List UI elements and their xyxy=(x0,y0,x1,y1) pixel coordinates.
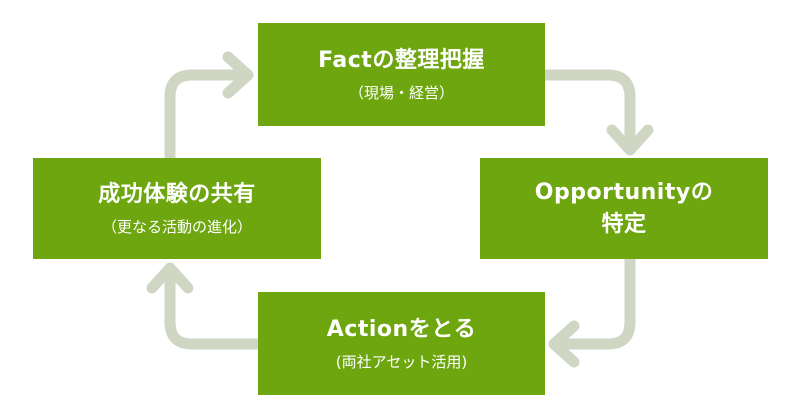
fact-subtitle: （現場・経営） xyxy=(348,83,454,102)
arrowhead-share-to-fact xyxy=(222,51,254,99)
arrow-share-to-fact xyxy=(164,69,252,164)
action-title: Actionをとる xyxy=(326,316,477,342)
arrow-fact-to-opportunity xyxy=(539,69,636,154)
fact-box: Factの整理把握 （現場・経営） xyxy=(258,23,545,126)
arrowhead-action-to-share xyxy=(146,262,194,294)
share-box: 成功体験の共有 （更なる活動の進化） xyxy=(33,158,321,259)
opportunity-title-line2: 特定 xyxy=(601,211,647,237)
share-subtitle: （更なる活動の進化） xyxy=(101,217,252,236)
arrow-opportunity-to-action xyxy=(550,253,636,350)
arrow-action-to-share xyxy=(164,264,264,350)
share-title: 成功体験の共有 xyxy=(98,181,256,207)
action-box: Actionをとる (両社アセット活用) xyxy=(258,292,545,395)
fact-title: Factの整理把握 xyxy=(318,47,485,73)
opportunity-title-line1: Opportunityの xyxy=(534,179,714,205)
arrowhead-fact-to-opportunity xyxy=(606,124,654,156)
arrowhead-opportunity-to-action xyxy=(548,320,580,368)
action-subtitle: (両社アセット活用) xyxy=(335,352,468,371)
opportunity-box: Opportunityの 特定 xyxy=(480,158,768,259)
